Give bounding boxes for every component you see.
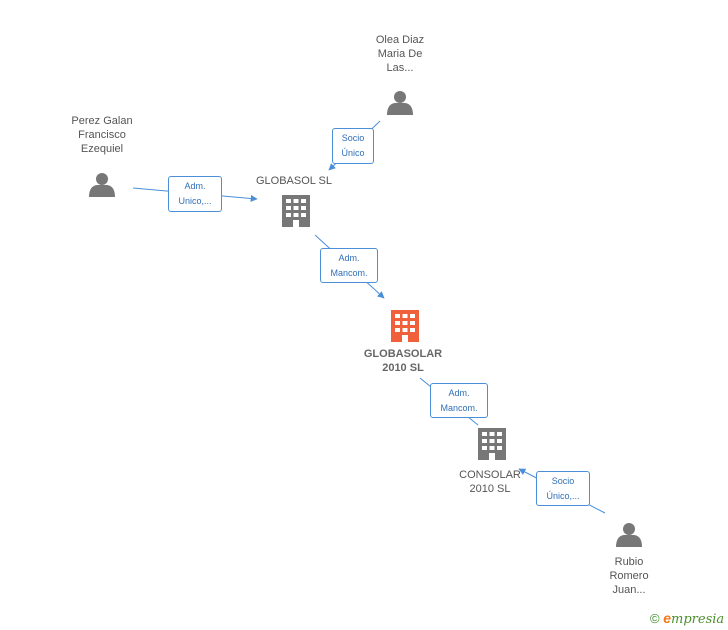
logo-text: mpresia bbox=[671, 612, 725, 627]
person-icon[interactable] bbox=[89, 173, 115, 197]
edge-label-olea-globasol[interactable]: Socio Único bbox=[332, 128, 374, 164]
node-label-globasol[interactable]: GLOBASOL SL bbox=[255, 175, 333, 187]
person-icon[interactable] bbox=[387, 91, 413, 115]
node-label-rubio[interactable]: Rubio Romero Juan... bbox=[609, 556, 649, 596]
edge-label-globasol-globasolar[interactable]: Adm. Mancom. bbox=[320, 248, 378, 283]
edge-label-perez-globasol[interactable]: Adm. Unico,... bbox=[168, 176, 222, 212]
edge-label-rubio-consolar[interactable]: Socio Único,... bbox=[536, 471, 590, 506]
copyright-icon: © bbox=[650, 611, 660, 626]
building-icon[interactable] bbox=[282, 195, 310, 227]
node-label-globasolar[interactable]: GLOBASOLAR 2010 SL bbox=[363, 348, 443, 374]
node-label-olea[interactable]: Olea Diaz Maria De Las... bbox=[375, 34, 425, 74]
node-label-perez[interactable]: Perez Galan Francisco Ezequiel bbox=[71, 115, 133, 155]
node-label-consolar[interactable]: CONSOLAR 2010 SL bbox=[459, 469, 521, 495]
brand-logo[interactable]: © empresia bbox=[650, 610, 724, 627]
person-icon[interactable] bbox=[616, 523, 642, 547]
logo-e: e bbox=[663, 610, 672, 626]
edge-label-globasolar-consolar[interactable]: Adm. Mancom. bbox=[430, 383, 488, 418]
building-icon-main[interactable] bbox=[391, 310, 419, 342]
building-icon[interactable] bbox=[478, 428, 506, 460]
